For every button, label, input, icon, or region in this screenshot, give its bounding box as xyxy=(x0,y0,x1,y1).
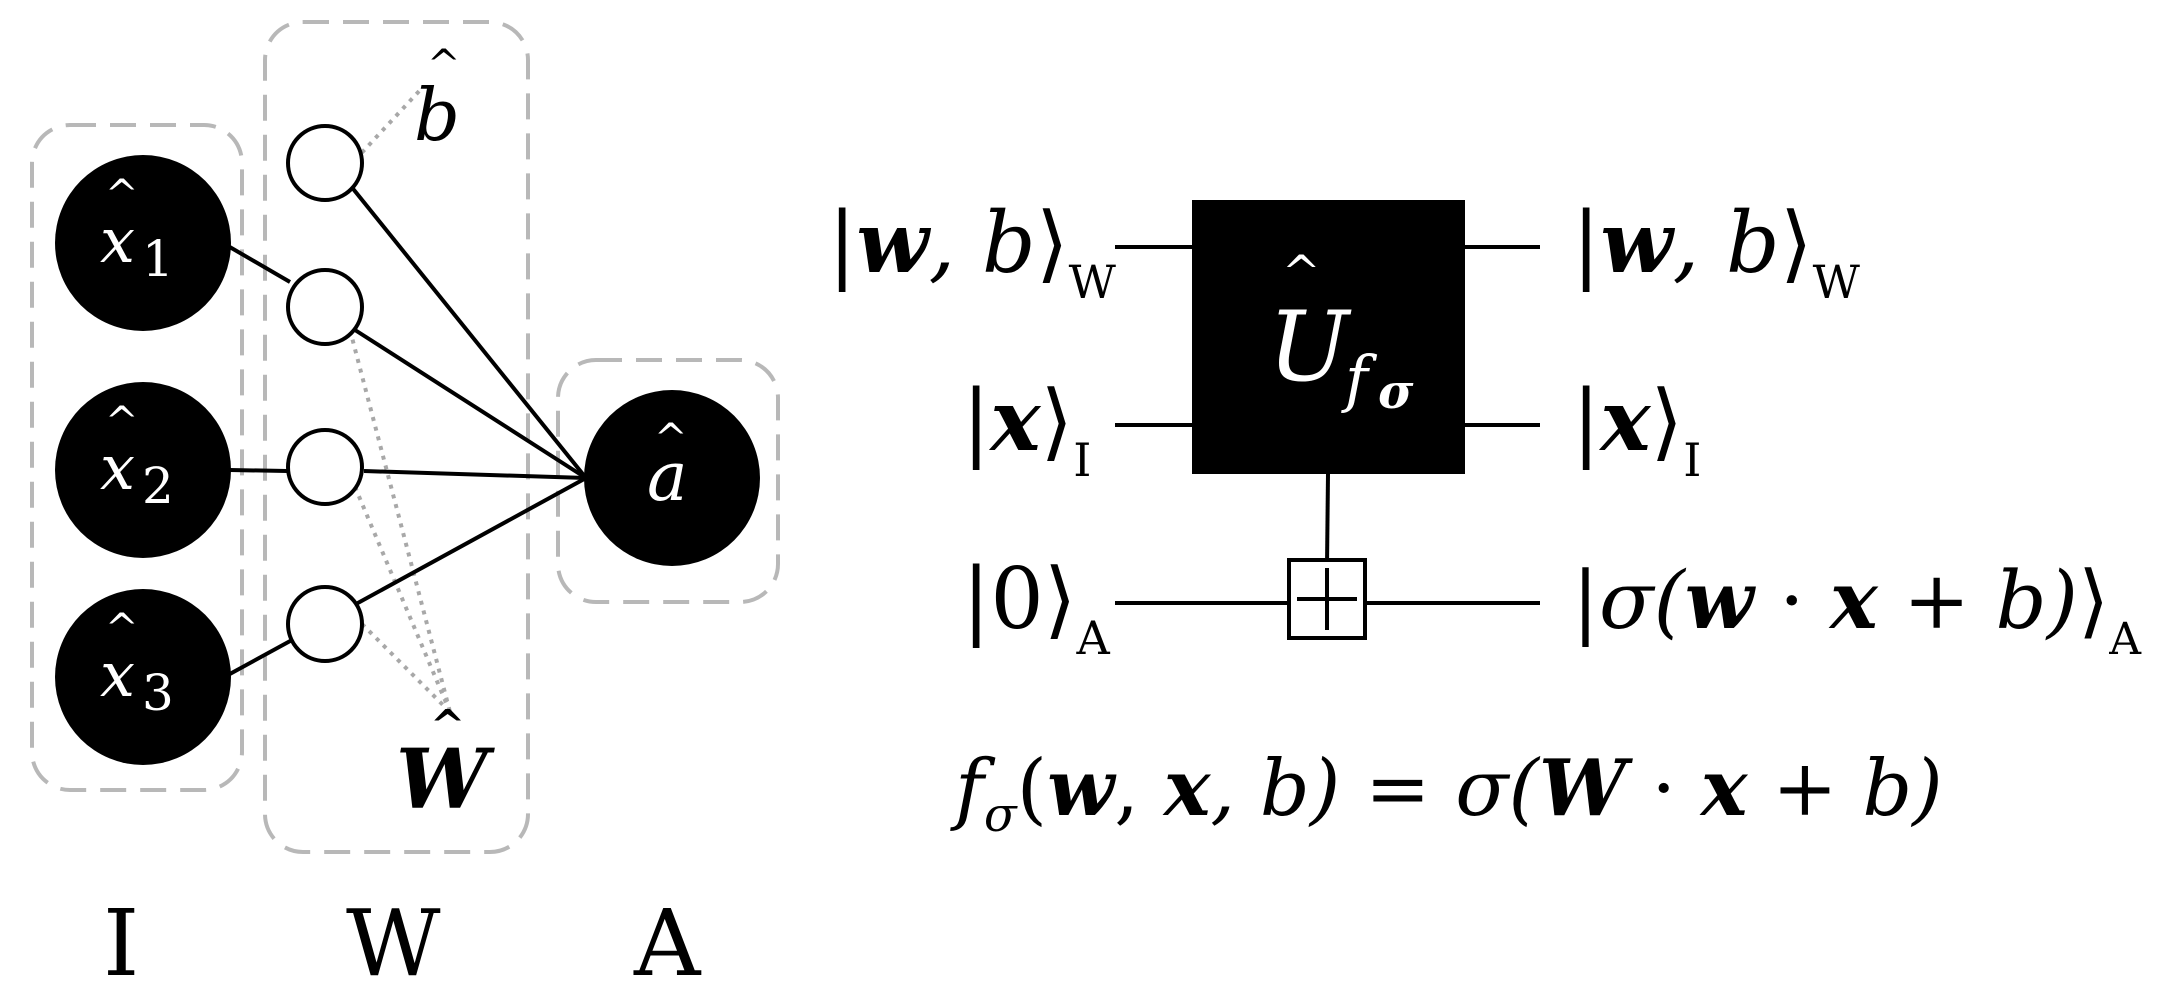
output-ket-activation: |σ(w · x + b)⟩A xyxy=(1572,553,2142,665)
ancilla-register-box xyxy=(556,358,780,604)
register-label-ancilla: A xyxy=(633,890,702,996)
svg-text:^: ^ xyxy=(430,701,465,750)
bias-link-dotted xyxy=(353,86,424,162)
svg-text:a: a xyxy=(647,438,688,517)
svg-text:x: x xyxy=(100,638,135,711)
weight-link-dotted-3 xyxy=(360,622,452,714)
edge-x3-w3 xyxy=(227,638,293,677)
svg-text:1: 1 xyxy=(142,230,174,288)
control-line xyxy=(1325,473,1330,566)
weight-link-dotted-1 xyxy=(348,329,452,713)
input-ket-0: |0⟩A xyxy=(962,550,1111,665)
output-ket-wb: |w, b⟩W xyxy=(1572,193,1861,309)
svg-text:^: ^ xyxy=(427,42,461,88)
svg-text:x: x xyxy=(100,431,135,504)
weight-register-box xyxy=(263,20,530,854)
svg-text:^: ^ xyxy=(105,399,139,445)
svg-text:U: U xyxy=(1268,291,1352,403)
input-register-box xyxy=(30,123,244,792)
bias-weight-node xyxy=(286,124,364,202)
svg-text:^: ^ xyxy=(1282,245,1321,299)
quantum-circuit: U ^ f σ |w, b⟩W |x⟩I |0⟩A |w, b⟩W |x⟩I |… xyxy=(828,193,2142,843)
unitary-gate xyxy=(1192,200,1465,474)
edge-w1-a xyxy=(353,328,588,480)
svg-text:W: W xyxy=(396,732,495,828)
svg-text:σ: σ xyxy=(1378,364,1414,420)
weight-node-2 xyxy=(286,428,364,506)
input-ket-wb: |w, b⟩W xyxy=(828,193,1117,309)
neural-network: x ^ 1 x ^ 2 x ^ 3 b ^ W ^ xyxy=(30,20,780,996)
edge-x1-w1 xyxy=(226,244,292,284)
output-node-a: a ^ xyxy=(584,390,760,566)
activation-equation: fσ(w, x, b) = σ(W · x + b) xyxy=(950,743,1943,843)
svg-text:^: ^ xyxy=(654,416,688,462)
input-node-x3: x ^ 3 xyxy=(55,589,231,765)
svg-text:2: 2 xyxy=(142,457,174,515)
bias-label: b ^ xyxy=(414,42,461,157)
input-node-x1: x ^ 1 xyxy=(55,155,231,331)
weight-matrix-label: W ^ xyxy=(396,701,495,828)
input-ket-x: |x⟩I xyxy=(962,371,1091,487)
svg-text:^: ^ xyxy=(105,172,139,218)
register-label-weights: W xyxy=(346,890,441,996)
output-ket-x: |x⟩I xyxy=(1572,371,1701,487)
svg-text:^: ^ xyxy=(105,606,139,652)
weight-node-3 xyxy=(286,585,364,663)
edge-x2-w2 xyxy=(229,468,288,473)
svg-text:b: b xyxy=(414,73,460,157)
weight-node-1 xyxy=(286,268,364,346)
svg-text:3: 3 xyxy=(142,664,174,722)
edge-w3-a xyxy=(355,476,587,606)
edge-w2-a xyxy=(363,469,587,480)
register-label-input: I xyxy=(103,890,139,996)
input-node-x2: x ^ 2 xyxy=(55,382,231,558)
svg-text:x: x xyxy=(100,204,135,277)
weight-link-dotted-2 xyxy=(353,486,452,713)
edge-b-a xyxy=(348,183,588,480)
